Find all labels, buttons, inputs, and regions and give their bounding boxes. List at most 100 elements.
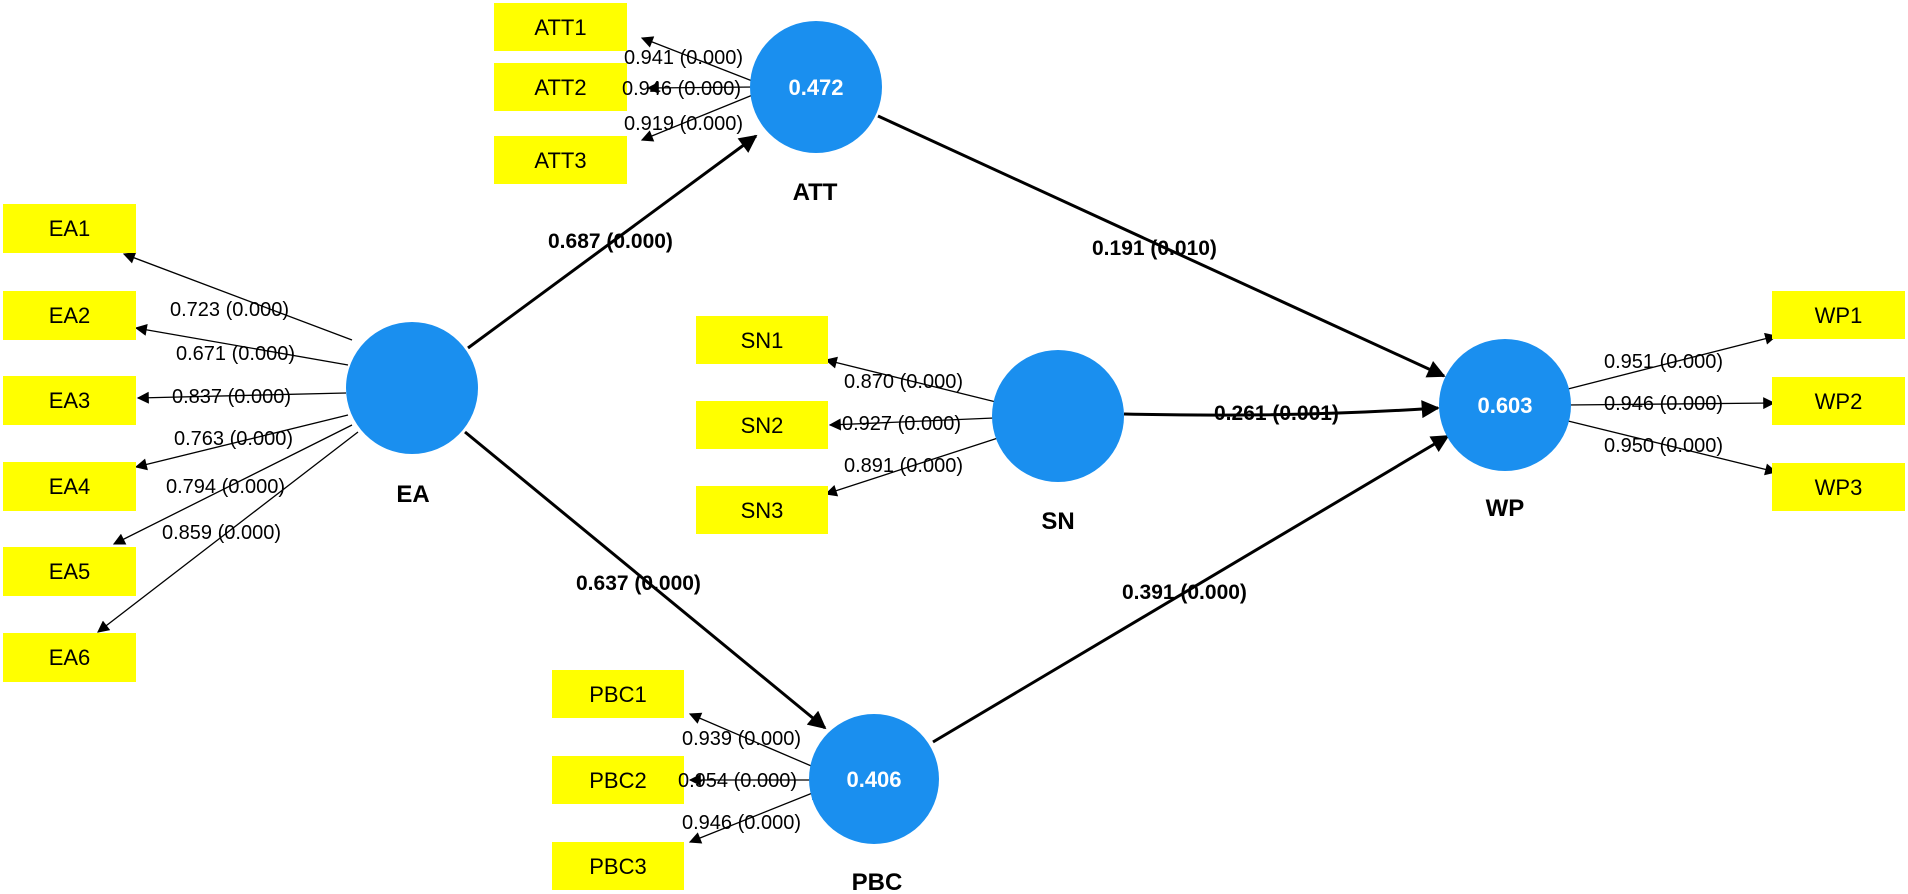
- indicator-label: EA4: [49, 474, 91, 499]
- r-squared-value: 0.406: [846, 767, 901, 792]
- measurement-arrow-sn3: [824, 437, 999, 497]
- loading-label-att1: 0.941 (0.000): [624, 47, 743, 69]
- measurement-arrow-wp3: [1563, 419, 1778, 476]
- measurement-arrow-wp2: [1565, 397, 1776, 410]
- measurement-arrow-att1: [640, 36, 761, 85]
- latent-variables: 0.472 0.406 0.603: [346, 21, 1571, 844]
- measurement-arrow-sn2: [828, 417, 995, 431]
- indicator-label: SN1: [741, 328, 784, 353]
- latent-name-att: ATT: [793, 179, 838, 206]
- loading-label-att2: 0.946 (0.000): [622, 78, 741, 100]
- latent-wp: 0.603: [1439, 339, 1571, 471]
- measurement-arrow-pbc1: [688, 712, 831, 775]
- measurement-arrow-ea4: [134, 414, 349, 471]
- indicator-label: WP2: [1815, 389, 1863, 414]
- latent-ea: [346, 322, 478, 454]
- measurement-arrow-att3: [640, 91, 761, 142]
- measurement-arrow-ea6: [97, 431, 359, 633]
- loading-labels: 0.723 (0.000) 0.671 (0.000) 0.837 (0.000…: [162, 47, 1723, 834]
- measurement-arrow-wp1: [1563, 332, 1778, 391]
- path-label-pbc-wp: 0.391 (0.000): [1122, 581, 1247, 604]
- measurement-arrow-ea2: [134, 323, 349, 366]
- loading-label-sn3: 0.891 (0.000): [844, 455, 963, 477]
- indicator-sn3: SN3: [696, 486, 828, 534]
- loading-label-ea6: 0.859 (0.000): [162, 522, 281, 544]
- indicator-label: ATT3: [534, 148, 586, 173]
- loading-label-pbc3: 0.946 (0.000): [682, 812, 801, 834]
- loading-label-pbc2: 0.954 (0.000): [678, 770, 797, 792]
- loading-label-wp3: 0.950 (0.000): [1604, 435, 1723, 457]
- loading-label-ea3: 0.837 (0.000): [172, 386, 291, 408]
- loading-label-pbc1: 0.939 (0.000): [682, 728, 801, 750]
- path-label-att-wp: 0.191 (0.010): [1092, 237, 1217, 260]
- indicator-label: EA2: [49, 303, 91, 328]
- latent-sn: [992, 350, 1124, 482]
- path-arrow-sn-wp: [1123, 400, 1440, 419]
- loading-label-att3: 0.919 (0.000): [624, 113, 743, 135]
- indicators: EA1 EA2 EA3 EA4 EA5 EA6 ATT1 ATT2 ATT3 S…: [3, 3, 1905, 890]
- measurement-arrow-sn1: [824, 356, 997, 403]
- indicator-att3: ATT3: [494, 136, 627, 184]
- loading-label-ea4: 0.763 (0.000): [174, 428, 293, 450]
- indicator-label: SN2: [741, 413, 784, 438]
- latent-names: EA ATT SN PBC WP: [396, 179, 1524, 894]
- indicator-label: ATT1: [534, 15, 586, 40]
- path-arrow-pbc-wp: [932, 434, 1450, 744]
- loading-label-ea5: 0.794 (0.000): [166, 476, 285, 498]
- path-arrow-ea-pbc: [464, 430, 827, 730]
- indicator-label: PBC3: [589, 854, 646, 879]
- r-squared-value: 0.603: [1477, 393, 1532, 418]
- indicator-label: EA1: [49, 216, 91, 241]
- latent-name-ea: EA: [396, 481, 429, 508]
- indicator-wp3: WP3: [1772, 463, 1905, 511]
- measurement-arrow-pbc3: [688, 785, 831, 844]
- indicator-ea5: EA5: [3, 547, 136, 596]
- structural-paths: [464, 114, 1450, 744]
- indicator-label: EA6: [49, 645, 91, 670]
- indicator-label: SN3: [741, 498, 784, 523]
- path-arrow-att-wp: [877, 114, 1446, 378]
- measurement-arrow-ea3: [136, 391, 347, 404]
- path-label-sn-wp: 0.261 (0.001): [1214, 402, 1339, 425]
- measurement-arrow-att2: [646, 81, 757, 94]
- indicator-label: EA3: [49, 388, 91, 413]
- measurement-arrows: [97, 36, 1778, 844]
- indicator-wp1: WP1: [1772, 291, 1905, 339]
- indicator-ea1: EA1: [3, 204, 136, 253]
- indicator-att1: ATT1: [494, 3, 627, 51]
- loading-label-sn2: 0.927 (0.000): [842, 413, 961, 435]
- loading-label-wp2: 0.946 (0.000): [1604, 393, 1723, 415]
- indicator-pbc3: PBC3: [552, 842, 684, 890]
- indicator-label: PBC2: [589, 768, 646, 793]
- loading-label-wp1: 0.951 (0.000): [1604, 351, 1723, 373]
- indicator-ea6: EA6: [3, 633, 136, 682]
- indicator-label: PBC1: [589, 682, 646, 707]
- indicator-label: WP1: [1815, 303, 1863, 328]
- loading-label-ea2: 0.671 (0.000): [176, 343, 295, 365]
- path-label-ea-att: 0.687 (0.000): [548, 230, 673, 253]
- latent-att: 0.472: [750, 21, 882, 153]
- indicator-label: ATT2: [534, 75, 586, 100]
- measurement-arrow-ea5: [112, 424, 353, 545]
- loading-label-ea1: 0.723 (0.000): [170, 299, 289, 321]
- indicator-pbc1: PBC1: [552, 670, 684, 718]
- indicator-pbc2: PBC2: [552, 756, 684, 804]
- latent-pbc: 0.406: [809, 714, 939, 844]
- indicator-sn2: SN2: [696, 401, 828, 449]
- path-arrow-ea-att: [467, 134, 758, 350]
- latent-name-wp: WP: [1486, 495, 1525, 522]
- latent-name-pbc: PBC: [852, 869, 903, 894]
- indicator-label: WP3: [1815, 475, 1863, 500]
- r-squared-value: 0.472: [788, 75, 843, 100]
- latent-name-sn: SN: [1041, 508, 1074, 535]
- indicator-ea2: EA2: [3, 291, 136, 340]
- path-label-ea-pbc: 0.637 (0.000): [576, 572, 701, 595]
- loading-label-sn1: 0.870 (0.000): [844, 371, 963, 393]
- indicator-ea3: EA3: [3, 376, 136, 425]
- indicator-wp2: WP2: [1772, 377, 1905, 425]
- indicator-ea4: EA4: [3, 462, 136, 511]
- path-labels: 0.687 (0.000) 0.637 (0.000) 0.191 (0.010…: [548, 230, 1339, 604]
- indicator-sn1: SN1: [696, 316, 828, 364]
- indicator-att2: ATT2: [494, 63, 627, 111]
